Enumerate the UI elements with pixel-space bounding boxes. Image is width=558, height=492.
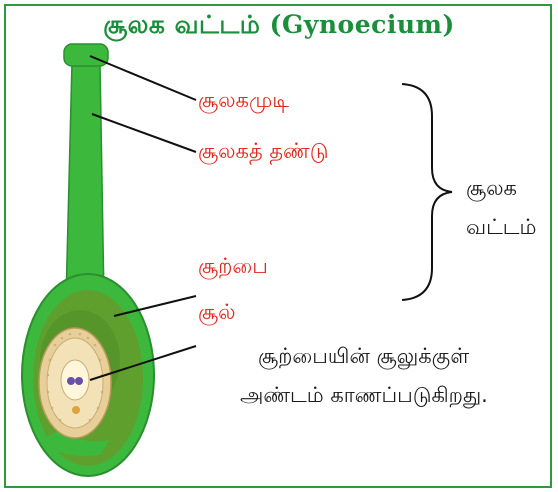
egg-cell-1 (67, 377, 75, 385)
pistil-style (66, 62, 104, 300)
label-gynoecium-line2: வட்டம் (466, 215, 536, 242)
gynoecium-brace (402, 84, 452, 300)
pistil-stigma (64, 44, 108, 66)
caption-line1: சூற்பையின் சூலுக்குள் (258, 344, 469, 371)
leader-stigma (90, 56, 196, 100)
micropyle (72, 406, 80, 414)
label-gynoecium-line1: சூலக (466, 176, 517, 203)
leader-style (92, 114, 196, 152)
embryo-sac (61, 360, 89, 400)
egg-cell-2 (75, 377, 83, 385)
label-stigma: சூலகமுடி (198, 88, 289, 115)
caption-line2: அண்டம் காணப்படுகிறது. (240, 383, 488, 410)
label-style: சூலகத் தண்டு (198, 139, 328, 166)
label-ovary: சூற்பை (198, 254, 268, 281)
label-ovule: சூல் (198, 300, 236, 327)
